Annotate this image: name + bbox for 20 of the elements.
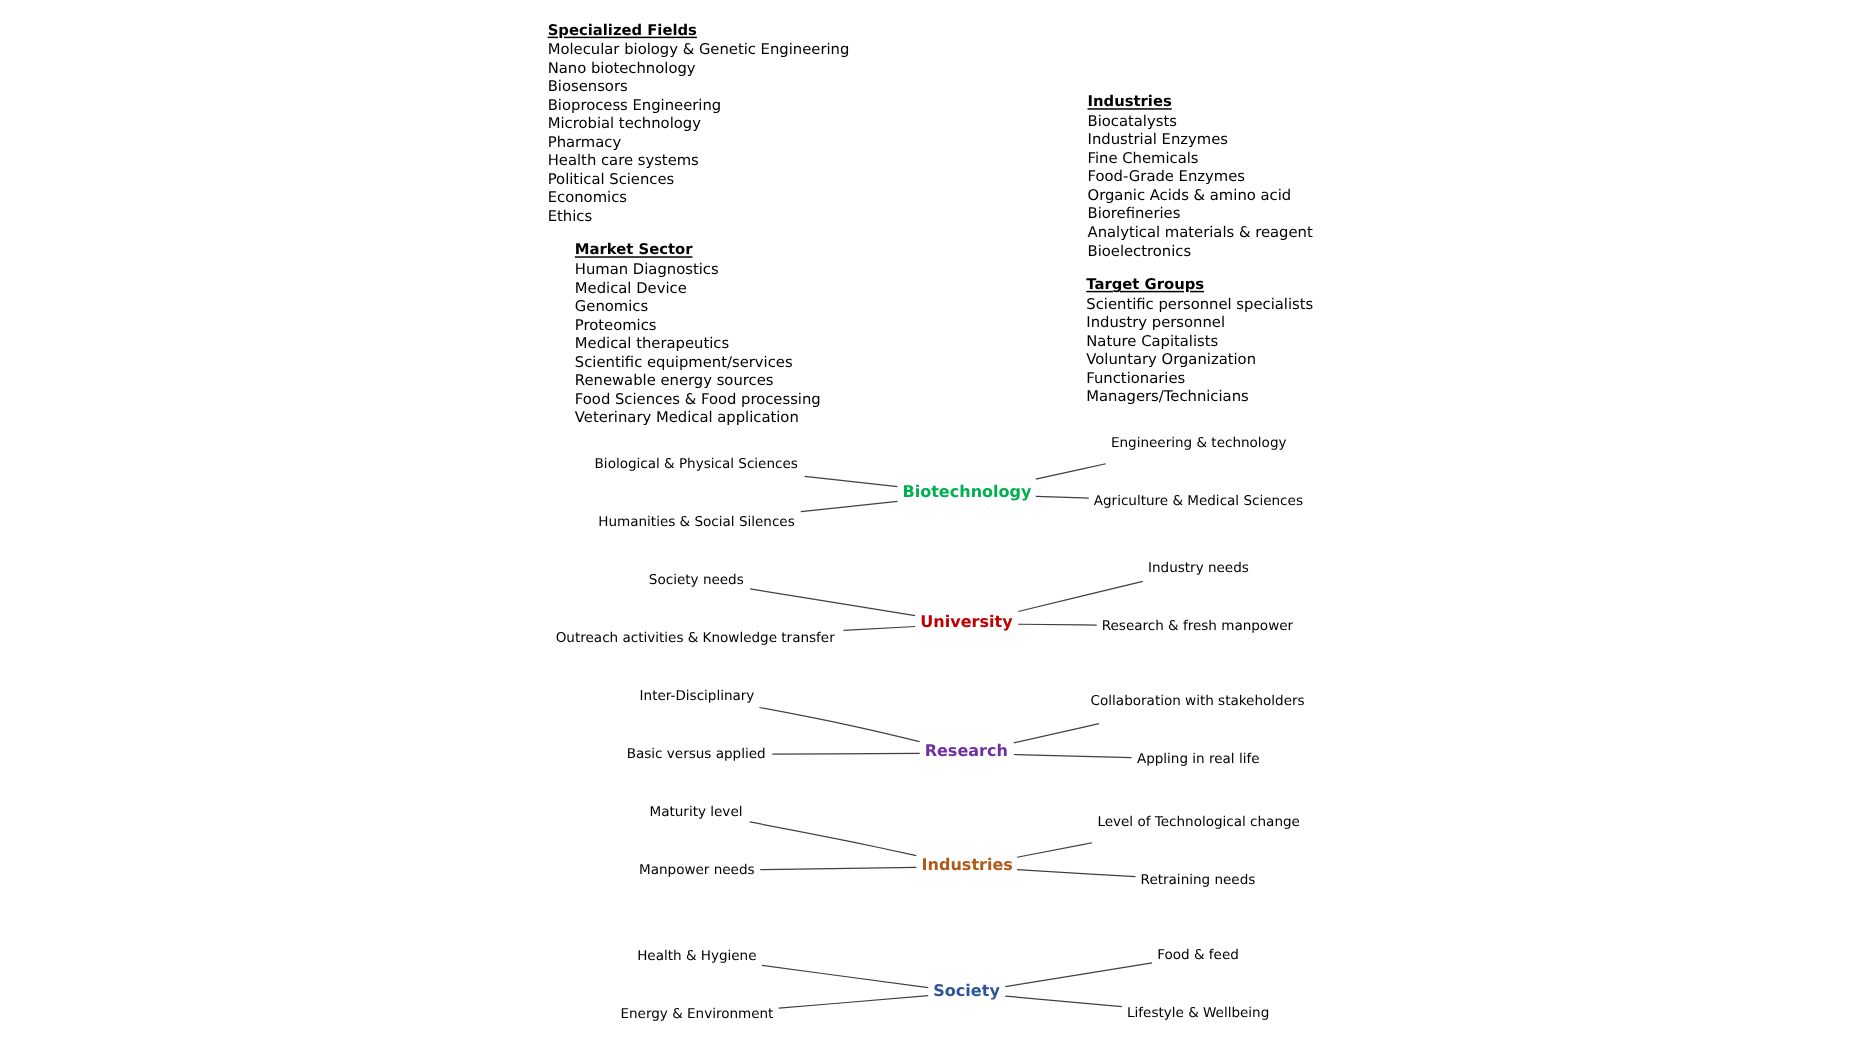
connector [1003, 962, 1152, 988]
connector [799, 500, 898, 513]
connector [841, 625, 915, 632]
connector [748, 588, 915, 617]
connector [1016, 580, 1143, 613]
connector [1015, 842, 1092, 858]
connector [747, 821, 916, 857]
connector [803, 475, 898, 488]
connector [770, 752, 920, 755]
connector [1034, 495, 1089, 499]
connector [1034, 463, 1106, 480]
connector [760, 964, 928, 989]
connector [758, 866, 916, 871]
connector [757, 706, 920, 743]
connector [1015, 869, 1136, 878]
connector [1012, 723, 1099, 744]
connector [777, 995, 928, 1009]
connector [1016, 623, 1097, 626]
connector [1003, 995, 1122, 1008]
connector [1012, 753, 1132, 759]
